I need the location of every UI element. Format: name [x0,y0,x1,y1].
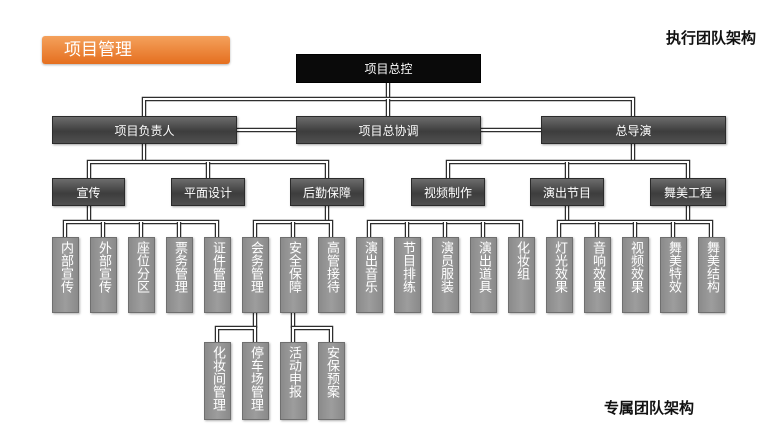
l2-node: 视频制作 [411,178,485,206]
l3-node: 会务管理 [242,237,269,313]
l2-node: 演出节目 [530,178,604,206]
top-right-title: 执行团队架构 [665,29,756,47]
l3-node: 座位分区 [128,237,155,313]
l3-node: 舞美结构 [698,237,725,313]
l3-node: 舞美特效 [660,237,687,313]
l3-node: 演出道具 [470,237,497,313]
l4-node: 化妆间管理 [204,342,231,420]
l3-node: 演出音乐 [356,237,383,313]
l3-node: 化妆组 [508,237,535,313]
bottom-right-title: 专属团队架构 [604,399,695,417]
l3-node: 节目排练 [394,237,421,313]
l3-node: 音响效果 [584,237,611,313]
l1-node: 项目总协调 [296,116,481,144]
l3-node: 证件管理 [204,237,231,313]
l3-node: 高管接待 [318,237,345,313]
l3-node: 灯光效果 [546,237,573,313]
l4-node: 活动申报 [280,342,307,420]
connector-line [216,327,256,342]
l2-node: 舞美工程 [650,178,726,206]
l3-node: 演员服装 [432,237,459,313]
l2-node: 平面设计 [171,178,245,206]
l3-node: 外部宣传 [90,237,117,313]
l1-node: 项目负责人 [52,116,237,144]
section-tag: 项目管理 [42,36,230,64]
l3-node: 内部宣传 [52,237,79,313]
l3-node: 安全保障 [280,237,307,313]
l3-node: 视频效果 [622,237,649,313]
l2-node: 宣传 [52,178,125,206]
connector-line [214,325,258,342]
l2-node: 后勤保障 [290,178,364,206]
connector-line [290,325,334,342]
l4-node: 安保预案 [318,342,345,420]
root-node: 项目总控 [296,54,481,83]
l1-node: 总导演 [541,116,726,144]
l4-node: 停车场管理 [242,342,269,420]
connector-line [292,327,332,342]
l3-node: 票务管理 [166,237,193,313]
